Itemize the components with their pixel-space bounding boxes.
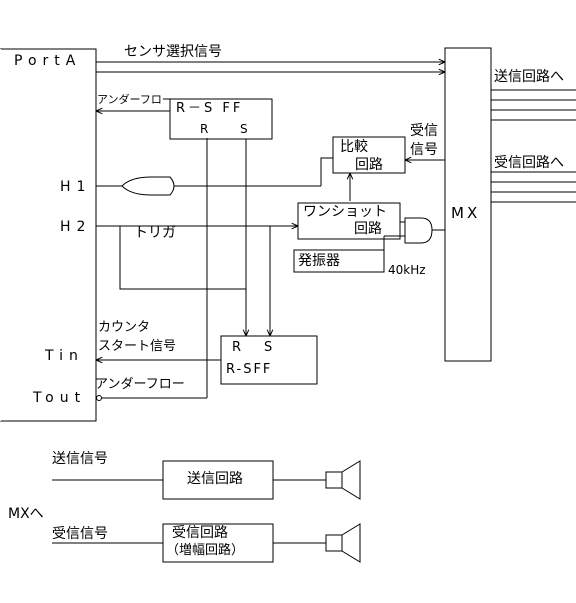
rsff-top-label: R－S FF <box>176 101 244 116</box>
rsff-bottom-r: R <box>232 340 242 355</box>
oscillator-box <box>293 249 385 273</box>
rx-signal-label-2: 信号 <box>410 142 438 158</box>
rsff-bottom-s: S <box>264 340 273 355</box>
mx-label: MX <box>451 204 481 222</box>
tout-label: Tout <box>33 390 87 406</box>
sensor-select-label: センサ選択信号 <box>124 44 222 60</box>
tout-pin <box>96 395 102 401</box>
tx-speaker-body <box>325 471 343 489</box>
to-mx-label: MXへ <box>8 506 44 522</box>
rx-circuit-box <box>162 523 274 563</box>
counter-start-label-2: スタート信号 <box>98 339 177 354</box>
tin-label: Tin <box>45 348 84 364</box>
rsff-top-r: R <box>200 122 209 136</box>
porta-label: PortA <box>14 53 82 69</box>
tx-signal-label: 送信信号 <box>52 451 108 467</box>
tx-circuit-label: 送信回路 <box>187 471 243 487</box>
oneshot-label-2: 回路 <box>354 221 382 237</box>
rx-speaker-body <box>325 534 343 552</box>
comparator-box <box>332 136 406 174</box>
rx-circuit-label-1: 受信回路 <box>172 525 228 541</box>
oneshot-box <box>297 202 401 240</box>
rx-signal-label-1: 受信 <box>410 123 438 139</box>
trigger-label: トリガ <box>134 225 176 241</box>
rsff-bottom-box <box>220 335 318 385</box>
rx-speaker-cone <box>341 523 361 563</box>
comparator-label-2: 回路 <box>355 157 383 173</box>
counter-start-label-1: カウンタ <box>98 320 151 335</box>
mx-box <box>444 47 492 362</box>
h1-label: H1 <box>60 179 92 195</box>
rsff-top-box <box>169 98 273 140</box>
oscillator-label: 発振器 <box>298 253 340 269</box>
rsff-bottom-label: R-SFF <box>226 362 273 377</box>
h2-label: H2 <box>60 219 92 235</box>
and-gate <box>404 217 433 244</box>
oneshot-label-1: ワンショット <box>303 204 387 220</box>
to-tx-circuit-label: 送信回路へ <box>494 69 564 85</box>
underflow-top-label: アンダーフロー <box>97 93 173 106</box>
rx-signal-bottom-label: 受信信号 <box>52 526 108 542</box>
comparator-label-1: 比較 <box>340 139 368 155</box>
or-gate-h1 <box>121 176 175 196</box>
frequency-label: 40kHz <box>388 263 426 277</box>
to-rx-circuit-label: 受信回路へ <box>494 155 564 171</box>
mcu-box <box>0 48 97 422</box>
tx-speaker-cone <box>341 460 361 500</box>
tx-circuit-box <box>162 460 274 500</box>
rx-circuit-label-2: （増幅回路） <box>166 543 245 558</box>
underflow-bottom-label: アンダーフロー <box>95 377 185 392</box>
rsff-top-s: S <box>240 122 248 136</box>
